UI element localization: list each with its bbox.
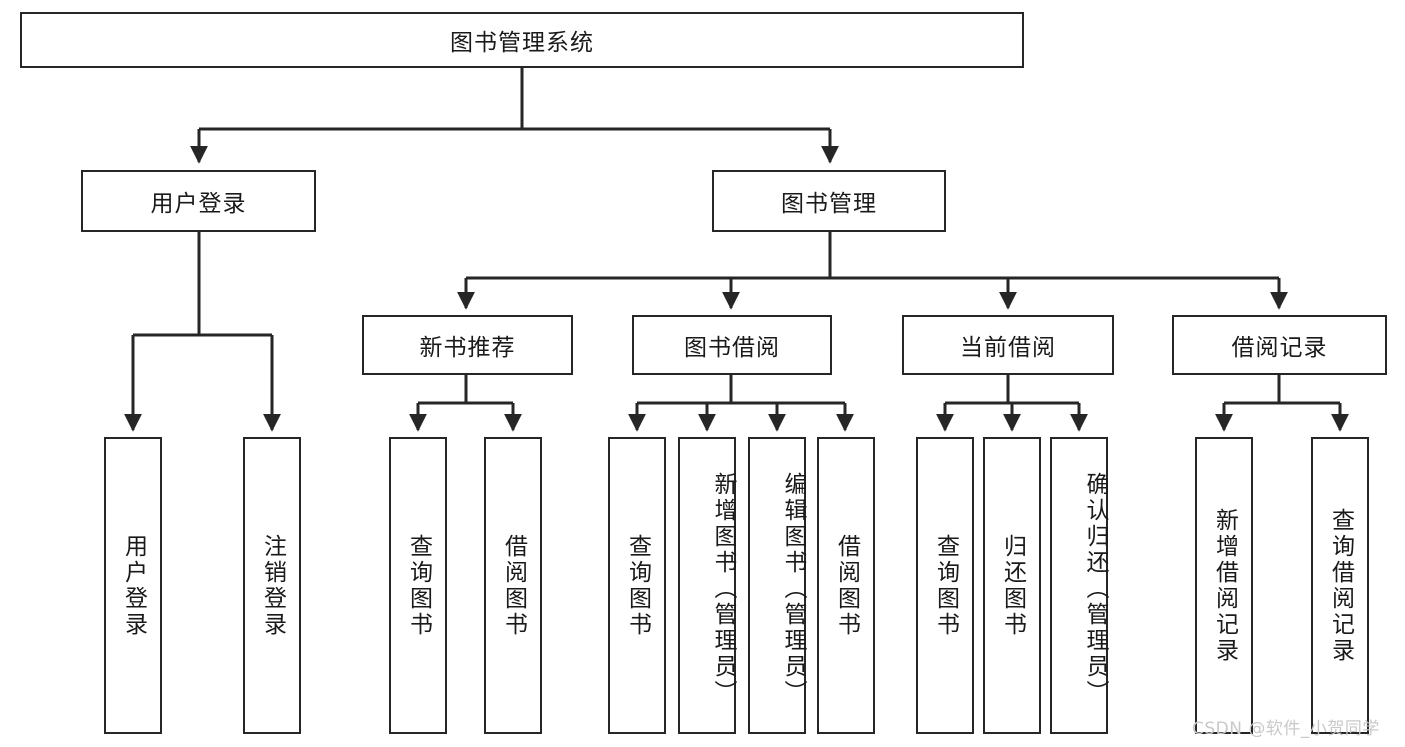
node-leaf-confirm-return-admin[interactable]: 确认归还（管理员） bbox=[1050, 437, 1108, 734]
node-new-book-recommend[interactable]: 新书推荐 bbox=[362, 315, 573, 375]
node-label: 查询图书 bbox=[405, 533, 432, 638]
node-leaf-return-book[interactable]: 归还图书 bbox=[983, 437, 1041, 734]
node-leaf-user-login[interactable]: 用户登录 bbox=[104, 437, 162, 734]
node-leaf-query-book-new-recommend[interactable]: 查询图书 bbox=[389, 437, 447, 734]
node-label: 用户登录 bbox=[150, 191, 247, 217]
node-label: 查询借阅记录 bbox=[1327, 507, 1354, 664]
node-label: 新增图书（管理员） bbox=[710, 471, 736, 706]
node-book-manage[interactable]: 图书管理 bbox=[712, 170, 946, 232]
node-leaf-logout-login[interactable]: 注销登录 bbox=[243, 437, 301, 734]
node-label: 借阅记录 bbox=[1231, 335, 1328, 361]
node-label: 编辑图书（管理员） bbox=[780, 471, 806, 706]
node-label: 借阅图书 bbox=[833, 533, 860, 638]
node-label: 查询图书 bbox=[932, 533, 959, 638]
node-label: 归还图书 bbox=[999, 533, 1026, 638]
node-leaf-add-book-admin[interactable]: 新增图书（管理员） bbox=[678, 437, 736, 734]
node-leaf-query-book-borrow[interactable]: 查询图书 bbox=[608, 437, 666, 734]
node-book-borrow[interactable]: 图书借阅 bbox=[632, 315, 832, 375]
node-leaf-add-borrow-record[interactable]: 新增借阅记录 bbox=[1195, 437, 1253, 734]
watermark-csdn: CSDN @软件_小贺同学 bbox=[1192, 719, 1380, 739]
node-label: 当前借阅 bbox=[960, 335, 1056, 361]
node-label: 注销登录 bbox=[259, 533, 286, 638]
node-user-login[interactable]: 用户登录 bbox=[81, 170, 316, 232]
node-label: 图书借阅 bbox=[684, 335, 780, 361]
node-leaf-query-borrow-record[interactable]: 查询借阅记录 bbox=[1311, 437, 1369, 734]
node-label: 新书推荐 bbox=[419, 335, 516, 361]
node-borrow-record[interactable]: 借阅记录 bbox=[1172, 315, 1387, 375]
node-label: 确认归还（管理员） bbox=[1082, 471, 1108, 706]
node-label: 图书管理 bbox=[781, 191, 877, 217]
node-label: 查询图书 bbox=[624, 533, 651, 638]
node-leaf-borrow-book-new-recommend[interactable]: 借阅图书 bbox=[484, 437, 542, 734]
node-label: 新增借阅记录 bbox=[1211, 507, 1238, 664]
node-label: 用户登录 bbox=[120, 533, 147, 638]
node-leaf-query-book-current[interactable]: 查询图书 bbox=[916, 437, 974, 734]
node-label: 图书管理系统 bbox=[450, 30, 594, 56]
node-leaf-borrow-book-borrow[interactable]: 借阅图书 bbox=[817, 437, 875, 734]
node-label: 借阅图书 bbox=[500, 533, 527, 638]
node-leaf-edit-book-admin[interactable]: 编辑图书（管理员） bbox=[748, 437, 806, 734]
node-current-borrow[interactable]: 当前借阅 bbox=[902, 315, 1114, 375]
node-root-book-management-system[interactable]: 图书管理系统 bbox=[20, 12, 1024, 68]
